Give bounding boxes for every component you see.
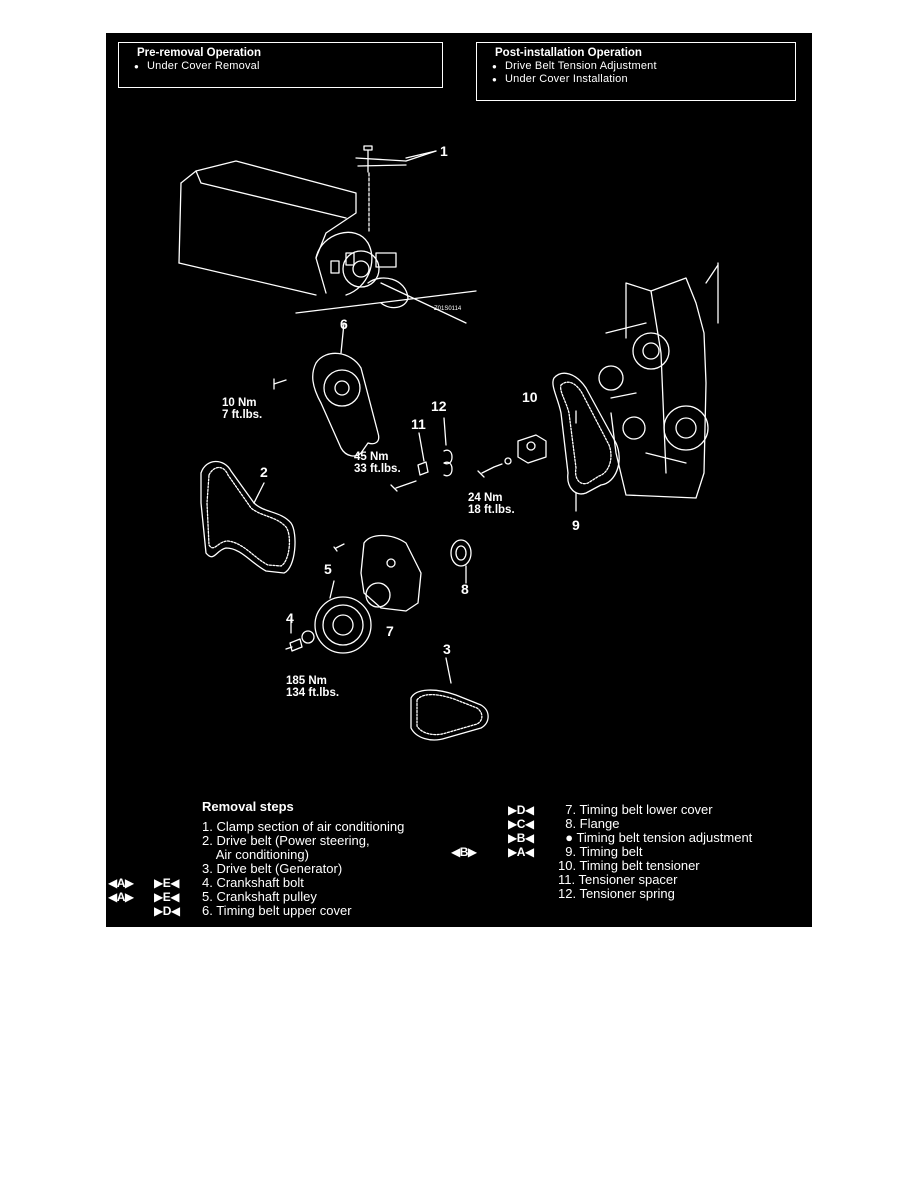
upper-cover-drawing [312, 352, 380, 457]
drive-belt-ps-ac-drawing [200, 460, 296, 574]
post-installation-box: Post-installation Operation Drive Belt T… [476, 42, 796, 101]
callout-2: 2 [260, 464, 268, 480]
callout-12: 12 [431, 398, 447, 414]
callout-4: 4 [286, 610, 294, 626]
callout-1: 1 [440, 143, 448, 159]
torque-label-tensioner: 24 Nm 18 ft.lbs. [468, 492, 515, 516]
post-installation-heading: Post-installation Operation [495, 47, 642, 59]
callout-8: 8 [461, 581, 469, 597]
post-installation-item: Under Cover Installation [492, 73, 795, 86]
lower-cover-drawing [360, 534, 422, 612]
inset-engine-drawing [178, 145, 477, 324]
tensioner-spring-drawing [443, 449, 453, 477]
pre-removal-item: Under Cover Removal [134, 60, 442, 73]
callout-5: 5 [324, 561, 332, 577]
torque-label-crankshaft-bolt: 185 Nm 134 ft.lbs. [286, 675, 340, 699]
callout-7: 7 [386, 623, 394, 639]
tensioner-spacer-drawing [417, 461, 429, 476]
flange-drawing [450, 539, 472, 567]
torque-label-upper-cover: 10 Nm 7 ft.lbs. [222, 397, 263, 421]
callout-3: 3 [443, 641, 451, 657]
callout-11: 11 [411, 416, 426, 432]
engine-block-drawing [598, 262, 719, 499]
post-installation-item: Drive Belt Tension Adjustment [492, 60, 795, 73]
crankshaft-pulley-drawing [314, 596, 372, 654]
figure-code: Z01S0114 [434, 306, 462, 312]
timing-belt-drawing [552, 372, 620, 495]
removal-steps-heading: Removal steps [202, 799, 294, 814]
callout-10: 10 [522, 389, 538, 405]
pre-removal-heading: Pre-removal Operation [137, 47, 261, 59]
pre-removal-box: Pre-removal Operation Under Cover Remova… [118, 42, 443, 88]
callout-9: 9 [572, 517, 580, 533]
torque-label-spacer: 45 Nm 33 ft.lbs. [354, 451, 401, 475]
drive-belt-generator-drawing [410, 689, 489, 741]
diagram-plate: Pre-removal Operation Under Cover Remova… [106, 33, 812, 927]
exploded-view-illustration [178, 145, 719, 741]
tensioner-drawing [517, 434, 547, 464]
callout-6: 6 [340, 316, 348, 332]
